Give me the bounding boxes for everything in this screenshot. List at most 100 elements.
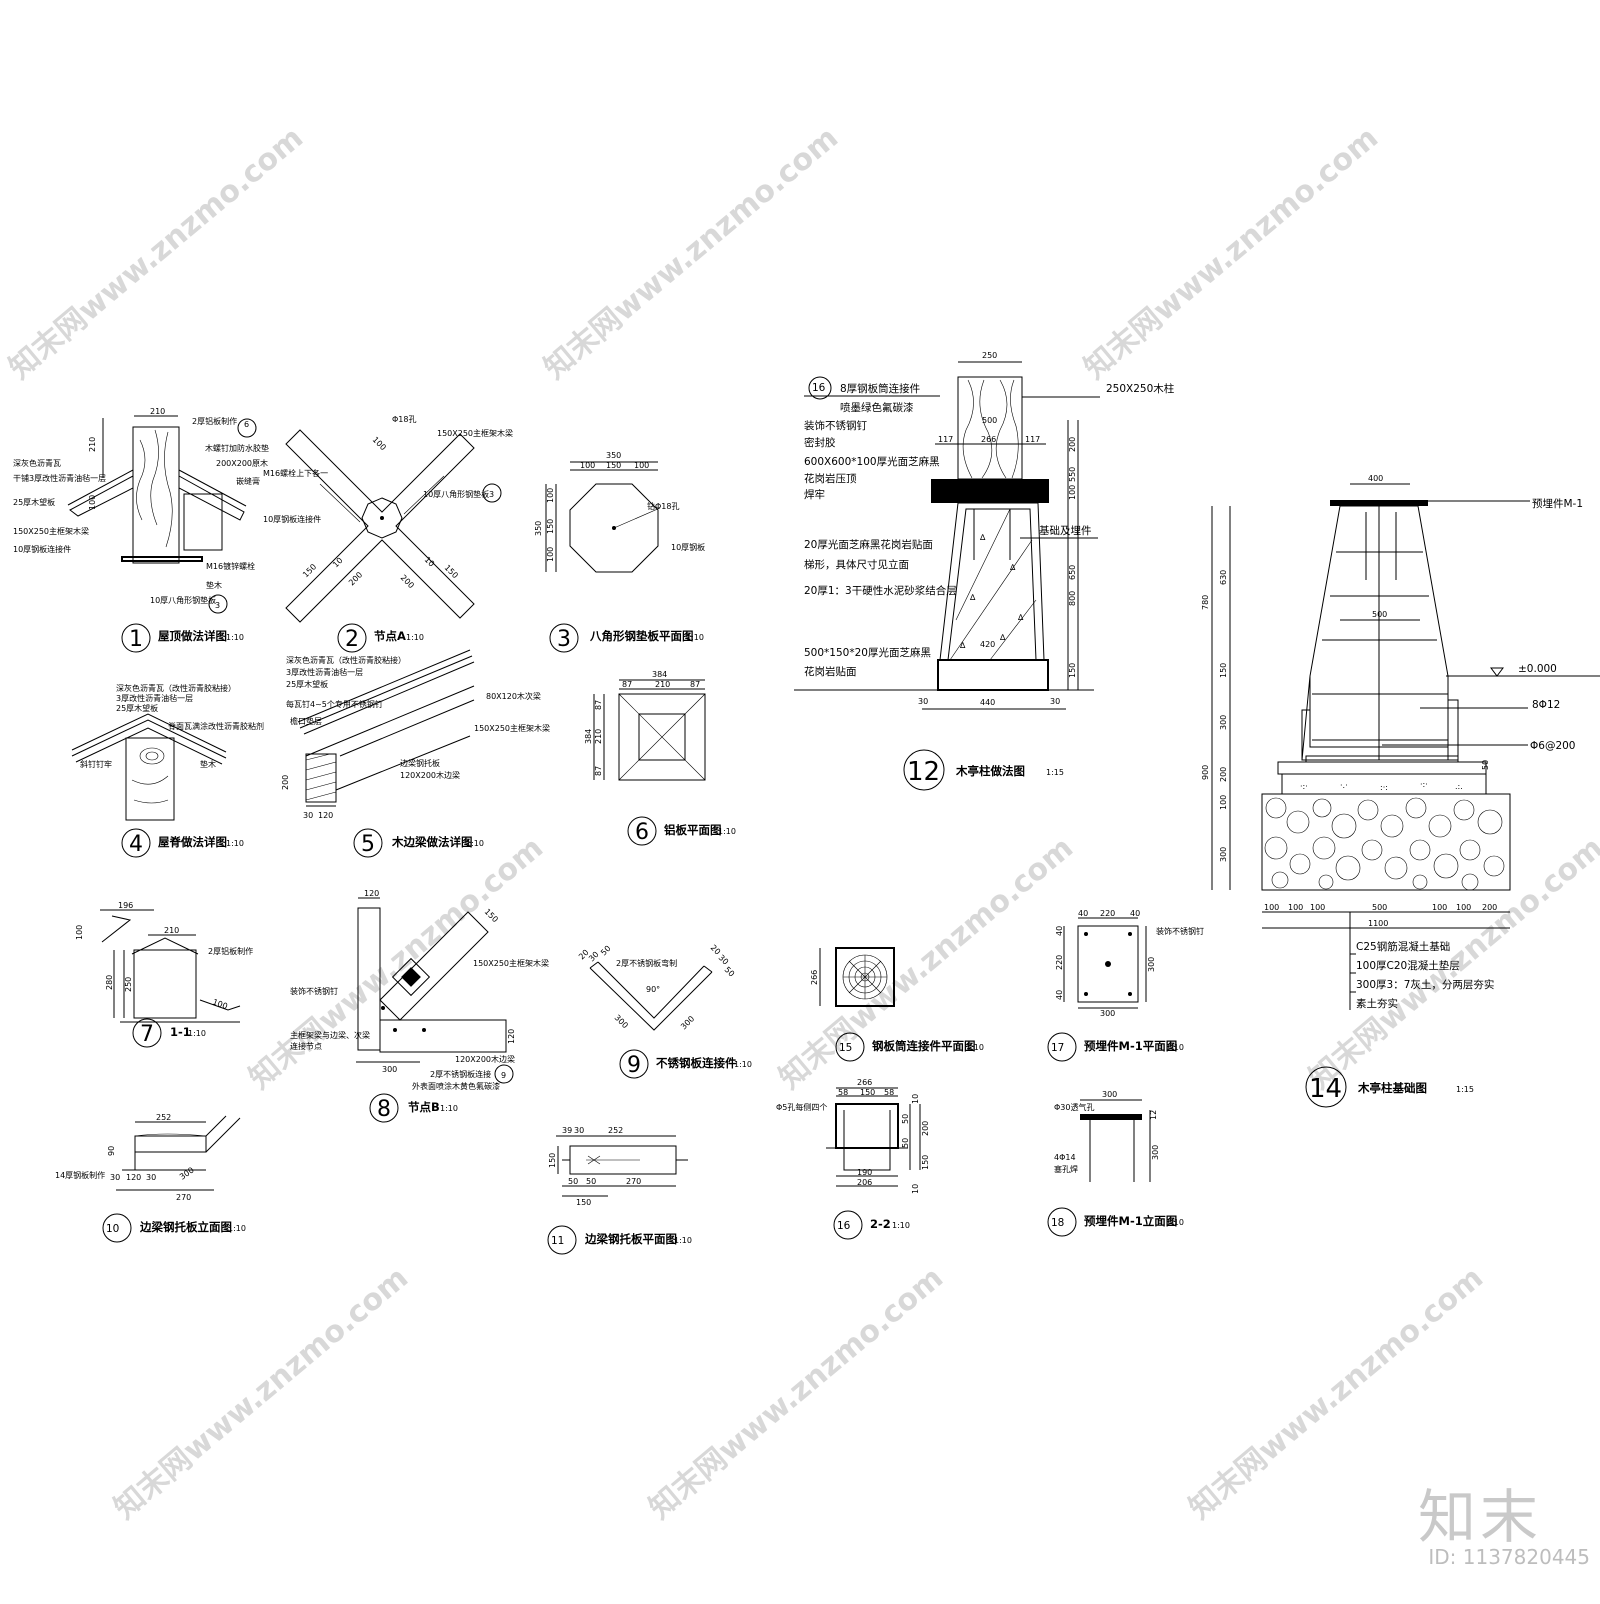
dim-label: 90 (107, 1146, 116, 1156)
detail-number-circle (121, 828, 151, 858)
dim-label: 210 (164, 926, 179, 935)
detail-scale: 1:10 (1166, 1043, 1184, 1052)
dim-label: 100 (1264, 903, 1279, 912)
detail-title: 木边梁做法详图 (391, 835, 473, 849)
detail-number: 10 (106, 1223, 119, 1235)
dim-label: 100 (88, 495, 97, 510)
ref-number: 3 (215, 601, 220, 610)
dim-label: 150 (1068, 663, 1077, 678)
dim-label: 190 (857, 1168, 872, 1177)
dim-label: 200 (399, 573, 416, 590)
detail-14-foundation: ·:··.· :·:·:· .:. 40 (1201, 474, 1600, 1108)
dim-label: 266 (810, 970, 819, 985)
ref-bubble (237, 418, 257, 438)
dim-label: 300 (382, 1065, 397, 1074)
hatch-marks: ∆∆ ∆∆ ∆∆ (959, 533, 1024, 650)
dim-label: 420 (980, 640, 995, 649)
detail-number-circle (547, 1225, 577, 1255)
dim-label: 384 (652, 670, 667, 679)
dim-label: 200 (1482, 903, 1497, 912)
detail-9-stainless-connector: 2厚不锈钢板弯制 90° 300 300 20 30 50 20 30 50 9… (577, 943, 752, 1079)
dim-label: 200 (281, 775, 290, 790)
detail-scale: 1:10 (466, 839, 484, 848)
dim-label: 100 (1068, 485, 1077, 500)
dim-label: 252 (156, 1113, 171, 1122)
annotation: 10厚钢板连接件 (263, 514, 321, 524)
dim-label: 300 (679, 1014, 696, 1031)
dim-label: 266 (981, 435, 996, 444)
ref-bubble (208, 594, 228, 614)
annotation: M16螺栓上下各一 (263, 468, 328, 478)
annotation: 脊面瓦满涂改性沥青胶粘剂 (168, 721, 264, 731)
detail-scale: 1:10 (188, 1029, 206, 1038)
detail-title: 节点B (408, 1100, 440, 1114)
ref-number: 16 (812, 382, 826, 394)
annotation: 8厚钢板筒连接件 (840, 382, 920, 395)
detail-title: 木亭柱基础图 (1357, 1081, 1427, 1095)
dim-label: 50 (568, 1177, 578, 1186)
dim-label: 39 (562, 1126, 572, 1135)
detail-number: 2 (345, 627, 359, 652)
dim-label: 200 (1219, 767, 1228, 782)
dim-label: 117 (938, 435, 953, 444)
detail-4-ridge: 深灰色沥青瓦（改性沥青胶粘接） 3厚改性沥青油毡一层 25厚木望板 脊面瓦满涂改… (71, 683, 264, 858)
detail-2-node-a: Φ18孔 150X250主框架木梁 M16螺栓上下各一 10厚八角形钢垫板 3 … (263, 415, 513, 653)
dim-label: 120 (126, 1173, 141, 1182)
dim-label: 780 (1201, 595, 1210, 610)
annotation: 2厚铝板制作 (208, 946, 253, 956)
dim-label: 300 (1219, 847, 1228, 862)
annotation: 檐口垫层 (290, 716, 322, 726)
dim-label: 200 (1068, 437, 1077, 452)
detail-number: 9 (627, 1053, 641, 1078)
detail-17-embed-plan: 40 220 40 300 40 220 40 300 装饰不锈钢钉 17 预埋… (1047, 909, 1204, 1062)
dim-label: 500 (1372, 903, 1387, 912)
detail-number-circle (337, 623, 367, 653)
dim-label: 250 (982, 351, 997, 360)
dim-label: 50 (586, 1177, 596, 1186)
dim-label: 58 (838, 1088, 848, 1097)
dim-label: 210 (655, 680, 670, 689)
detail-number: 7 (140, 1022, 154, 1047)
dim-label: 196 (118, 901, 133, 910)
ref-number: 6 (244, 420, 249, 429)
annotation: 2厚不锈钢板连接 (430, 1069, 491, 1079)
annotation: 25厚木望板 (116, 703, 158, 713)
dim-label: 120 (318, 811, 333, 820)
detail-title: 1-1 (170, 1025, 191, 1039)
detail-number: 1 (129, 627, 143, 652)
dim-label: 100 (546, 488, 555, 503)
dim-label: 250 (124, 977, 133, 992)
detail-number-circle (835, 1032, 865, 1062)
dim-label: 10 (911, 1094, 920, 1104)
dim-label: 384 (584, 729, 593, 744)
dim-label: 50 (599, 944, 613, 958)
dim-label: 150 (1219, 663, 1228, 678)
detail-number: 12 (907, 757, 940, 787)
detail-number-circle (369, 1093, 399, 1123)
detail-number: 4 (129, 832, 143, 857)
dim-label: 87 (594, 700, 603, 710)
dim-label: 40 (1130, 909, 1140, 918)
detail-10-bracket-elevation: 252 90 300 30 120 30 270 14厚钢板制作 10 边梁钢托… (55, 1113, 246, 1243)
dim-label: 300 (1147, 957, 1156, 972)
svg-text:∆: ∆ (969, 593, 976, 602)
dim-label: 150 (576, 1198, 591, 1207)
dim-label: 87 (594, 766, 603, 776)
annotation: Φ6@200 (1530, 740, 1576, 752)
annotation: 预埋件M-1 (1532, 498, 1583, 510)
annotation: Φ5孔每侧四个 (776, 1102, 827, 1112)
dim-label: 150 (606, 461, 621, 470)
dim-label: 150 (443, 563, 460, 580)
dim-label: 50 (901, 1114, 910, 1124)
dim-label: 350 (534, 521, 543, 536)
detail-title: 木亭柱做法图 (955, 764, 1025, 778)
dim-label: 400 (1368, 474, 1383, 483)
dim-label: 30 (574, 1126, 584, 1135)
detail-title: 八角形钢垫板平面图 (589, 629, 694, 643)
detail-number: 16 (837, 1220, 851, 1232)
annotation: 塞孔焊 (1054, 1164, 1078, 1174)
dim-label: 300 (1151, 1145, 1160, 1160)
dim-label: 150 (483, 907, 500, 924)
annotation: 素土夯实 (1356, 997, 1398, 1010)
